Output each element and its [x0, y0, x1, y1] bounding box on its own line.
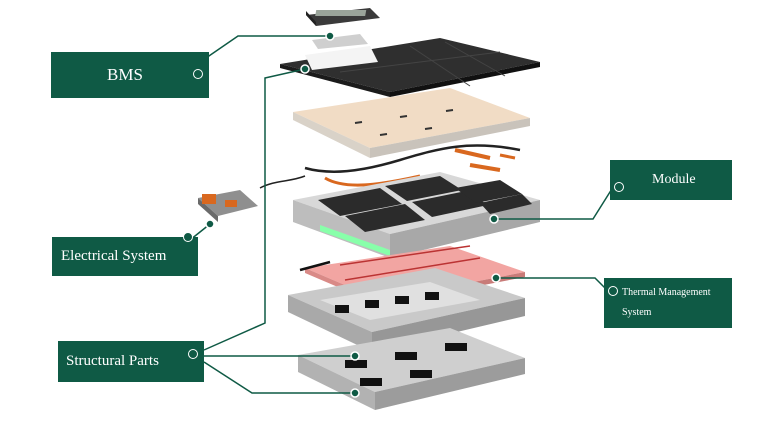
leader-structural-low: [203, 361, 355, 394]
thermal-management-label-line2: System: [622, 307, 652, 318]
connector-dot-icon: [614, 182, 624, 192]
busbar-harness: [259, 144, 521, 189]
electrical-box: [198, 190, 258, 222]
structural-parts-label-box: Structural Parts: [58, 341, 204, 382]
connector-dot-icon: [489, 214, 499, 224]
thermal-management-label-line1: Thermal Management: [622, 287, 711, 298]
connector-dot-icon: [608, 286, 618, 296]
leader-module: [494, 183, 616, 220]
thermal-management-label-box: Thermal Management System: [604, 278, 732, 328]
bms-label-box: BMS: [51, 52, 209, 98]
upper-cover: [280, 34, 540, 97]
module-label: Module: [652, 172, 696, 187]
connector-dot-icon: [325, 31, 335, 41]
electrical-system-label: Electrical System: [61, 248, 167, 264]
connector-dot-icon: [205, 219, 215, 229]
connector-dot-icon: [350, 388, 360, 398]
leader-bms: [205, 35, 330, 59]
leader-structural-top: [203, 68, 306, 351]
bottom-plate: [298, 328, 525, 410]
structural-parts-label: Structural Parts: [66, 353, 159, 369]
leader-lines: [189, 35, 616, 394]
bms-label: BMS: [107, 65, 143, 84]
leader-endpoints: [205, 31, 501, 398]
connector-dot-icon: [350, 351, 360, 361]
connector-dot-icon: [193, 69, 203, 79]
module-array: [293, 172, 540, 258]
electrical-system-label-box: Electrical System: [52, 232, 198, 276]
insulation-sheet: [293, 88, 530, 158]
leader-thermal: [496, 277, 609, 292]
connector-dot-icon: [188, 349, 198, 359]
connector-dot-icon: [183, 232, 193, 242]
module-label-box: Module: [610, 160, 732, 200]
connector-dot-icon: [491, 273, 501, 283]
bms-board: [306, 8, 380, 26]
connector-dot-icon: [300, 64, 310, 74]
